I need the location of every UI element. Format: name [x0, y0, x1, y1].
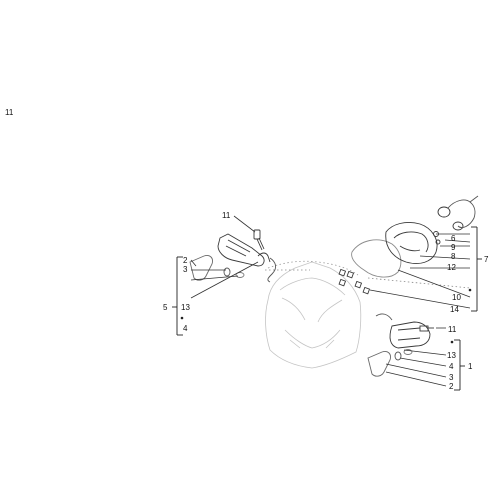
right-leader-lines — [367, 233, 471, 309]
headlight-outer-lens — [351, 239, 402, 278]
left-bulb — [223, 267, 231, 277]
callout-right-6: 6 — [451, 234, 456, 243]
left-signal-lens — [189, 255, 213, 281]
callout-right-8: 8 — [451, 252, 456, 261]
right-signal-housing — [389, 321, 431, 349]
callout-lower-3: 3 — [449, 373, 454, 382]
right-bracket-dot — [468, 288, 472, 292]
callout-right-9: 9 — [451, 243, 456, 252]
right-upper-bracket — [471, 226, 482, 312]
right-gasket — [403, 349, 413, 355]
left-leader-lines — [190, 215, 310, 299]
bulb-socket — [437, 206, 451, 218]
callout-right-11: 11 — [448, 325, 457, 334]
callout-lower-2: 2 — [449, 382, 454, 391]
callout-left-4: 4 — [183, 324, 188, 333]
left-group-bracket — [172, 256, 183, 336]
callout-left-group: 5 — [163, 303, 168, 312]
left-signal-housing — [217, 233, 265, 267]
headlight-assembly — [338, 195, 479, 295]
callout-lower-13: 13 — [447, 351, 456, 360]
front-fairing — [265, 261, 362, 369]
right-bolt — [419, 325, 429, 332]
right-signal-lens — [367, 351, 391, 377]
right-lower-leader-lines — [385, 327, 447, 387]
page-number: 11 — [5, 108, 14, 117]
right-lower-bracket-dot — [450, 340, 454, 344]
right-lower-bracket — [454, 339, 465, 391]
callout-left-13: 13 — [181, 303, 190, 312]
left-signal-wire — [267, 257, 277, 283]
left-gasket — [235, 272, 245, 278]
left-turn-signal-assembly — [189, 229, 277, 283]
callout-left-2: 2 — [183, 256, 188, 265]
callout-right-10: 10 — [452, 293, 461, 302]
callout-left-3: 3 — [183, 265, 188, 274]
left-bolt — [253, 229, 265, 251]
callout-lower-4: 4 — [449, 362, 454, 371]
right-screws — [338, 268, 371, 295]
headlight-housing — [385, 221, 438, 264]
callout-right-14: 14 — [450, 305, 459, 314]
headlight-wire-harness — [447, 199, 476, 229]
right-turn-signal-assembly — [367, 313, 434, 377]
callout-right-12: 12 — [447, 263, 456, 272]
left-bracket-dot — [180, 316, 184, 320]
right-bulb — [394, 351, 402, 361]
headlight-screw-2 — [435, 239, 441, 245]
callout-left-11: 11 — [222, 211, 231, 220]
callout-lower-group-1: 1 — [468, 362, 473, 371]
callout-right-group-7: 7 — [484, 255, 489, 264]
